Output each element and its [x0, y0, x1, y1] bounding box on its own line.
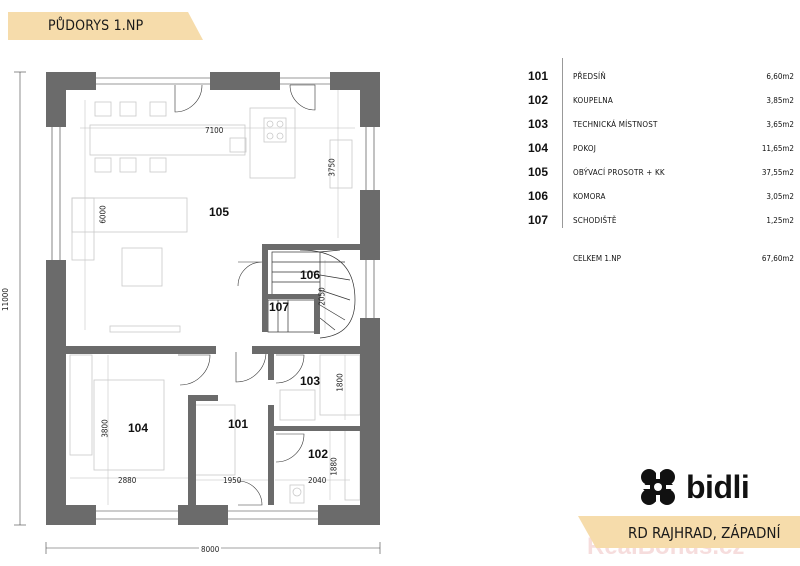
dim-right-height: 3750	[327, 158, 337, 177]
page-title: PŮDORYS 1.NP	[48, 18, 144, 34]
legend-room-name: TECHNICKÁ MÍSTNOST	[573, 120, 658, 129]
legend-row: 107 SCHODIŠTĚ 1,25m2	[508, 210, 798, 228]
legend-row: 104 POKOJ 11,65m2	[508, 138, 798, 156]
legend-room-area: 1,25m2	[766, 216, 794, 225]
room-label-104: 104	[127, 421, 149, 435]
legend-room-name: KOMORA	[573, 192, 606, 201]
address-banner: RD RAJHRAD, ZÁPADNÍ	[578, 516, 800, 548]
dim-bath-width: 2040	[308, 476, 327, 485]
room-label-103: 103	[299, 374, 321, 388]
legend-room-name: POKOJ	[573, 144, 597, 153]
dim-total-width: 8000	[199, 545, 222, 554]
dim-104-width: 2880	[118, 476, 137, 485]
legend-room-number: 101	[528, 69, 549, 83]
legend-total-area: 67,60m2	[761, 254, 794, 263]
brand-name: bidli	[686, 469, 750, 505]
room-label-102: 102	[307, 447, 329, 461]
legend-room-name: KOUPELNA	[573, 96, 614, 105]
windows	[51, 77, 375, 520]
legend-room-area: 3,05m2	[766, 192, 794, 201]
legend-room-name: SCHODIŠTĚ	[573, 216, 617, 225]
legend-room-area: 37,55m2	[761, 168, 794, 177]
title-banner-shape	[8, 12, 203, 40]
legend-room-number: 102	[528, 93, 549, 107]
legend-room-number: 104	[528, 141, 549, 155]
title-banner: PŮDORYS 1.NP	[8, 12, 203, 40]
legend-room-number: 105	[528, 165, 549, 179]
legend-row: 103 TECHNICKÁ MÍSTNOST 3,65m2	[508, 114, 798, 132]
legend-room-name: OBÝVACÍ PROSOTR + KK	[573, 168, 665, 177]
walls	[46, 72, 380, 525]
dim-living-height: 6000	[98, 205, 108, 224]
dim-104-height: 3800	[100, 419, 110, 438]
legend-divider	[562, 58, 563, 228]
dim-bath-height: 1880	[329, 457, 339, 476]
legend-room-number: 106	[528, 189, 549, 203]
legend-row: 106 KOMORA 3,05m2	[508, 186, 798, 204]
room-label-106: 106	[299, 268, 321, 282]
legend-room-area: 11,65m2	[761, 144, 794, 153]
legend-room-area: 3,85m2	[766, 96, 794, 105]
dim-stair-height: 2050	[317, 287, 327, 306]
legend-room-area: 6,60m2	[766, 72, 794, 81]
bidli-logo: bidli	[636, 466, 766, 510]
door-swings	[174, 84, 316, 506]
room-label-107: 107	[268, 300, 290, 314]
dim-kitchen-width: 7100	[205, 126, 224, 135]
legend-row: 102 KOUPELNA 3,85m2	[508, 90, 798, 108]
bidli-logo-icon	[640, 469, 676, 505]
room-label-101: 101	[227, 417, 249, 431]
legend-row: 105 OBÝVACÍ PROSOTR + KK 37,55m2	[508, 162, 798, 180]
legend-room-name: PŘEDSÍŇ	[573, 72, 606, 81]
address-banner-shape	[578, 516, 800, 548]
legend-room-number: 103	[528, 117, 549, 131]
legend-room-number: 107	[528, 213, 549, 227]
legend-total-label: CELKEM 1.NP	[573, 254, 621, 263]
legend-row: 101 PŘEDSÍŇ 6,60m2	[508, 66, 798, 84]
dim-hall-width: 1950	[223, 476, 242, 485]
dim-total-height: 11000	[0, 288, 10, 311]
room-label-105: 105	[208, 205, 230, 219]
legend-room-area: 3,65m2	[766, 120, 794, 129]
address-text: RD RAJHRAD, ZÁPADNÍ	[628, 524, 781, 542]
dim-tech-height: 1800	[335, 373, 345, 392]
